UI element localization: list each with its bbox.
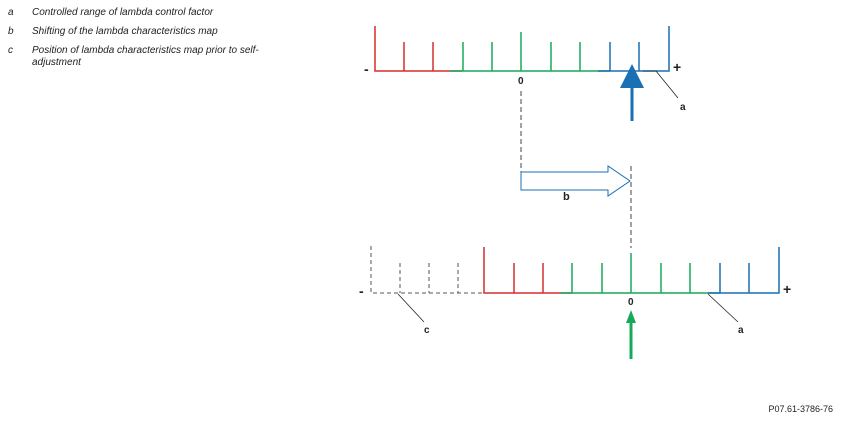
bottom-minus-label: -: [359, 283, 364, 299]
top-red-segment: [374, 26, 462, 72]
bottom-plus-label: +: [783, 281, 791, 297]
previous-position-outline: [370, 246, 484, 294]
shift-arrow: [520, 165, 631, 197]
legend-text: Shifting of the lambda characteristics m…: [32, 26, 218, 37]
legend-text: Position of lambda characteristics map p…: [32, 45, 259, 68]
top-label-a: a: [680, 102, 686, 113]
top-minus-label: -: [364, 61, 369, 77]
legend-key: b: [8, 26, 14, 37]
legend-item-c: c Position of lambda characteristics map…: [8, 45, 308, 69]
bottom-label-a: a: [738, 325, 744, 336]
reference-code: P07.61-3786-76: [768, 404, 833, 414]
legend-item-a: a Controlled range of lambda control fac…: [8, 7, 308, 19]
top-plus-label: +: [673, 59, 681, 75]
legend-text: Controlled range of lambda control facto…: [32, 7, 214, 18]
top-scale: - + 0 a: [364, 26, 686, 121]
legend-item-b: b Shifting of the lambda characteristics…: [8, 26, 308, 38]
legend-key: c: [8, 45, 13, 56]
bottom-label-c: c: [424, 325, 430, 336]
shift-indicator: b: [520, 91, 632, 248]
legend: a Controlled range of lambda control fac…: [8, 7, 308, 76]
bottom-zero-label: 0: [628, 297, 634, 308]
bottom-leader-c: [397, 293, 425, 323]
shift-label-b: b: [563, 191, 570, 203]
bottom-red-segment: [483, 247, 572, 294]
bottom-scale: - + 0 c a: [359, 246, 791, 359]
top-blue-segment: [598, 26, 670, 72]
bottom-blue-segment: [708, 247, 780, 294]
top-zero-label: 0: [518, 76, 524, 87]
top-leader-a: [643, 70, 679, 99]
bottom-leader-a: [707, 293, 739, 323]
legend-key: a: [8, 7, 14, 18]
bottom-green-arrow-head: [626, 310, 636, 323]
